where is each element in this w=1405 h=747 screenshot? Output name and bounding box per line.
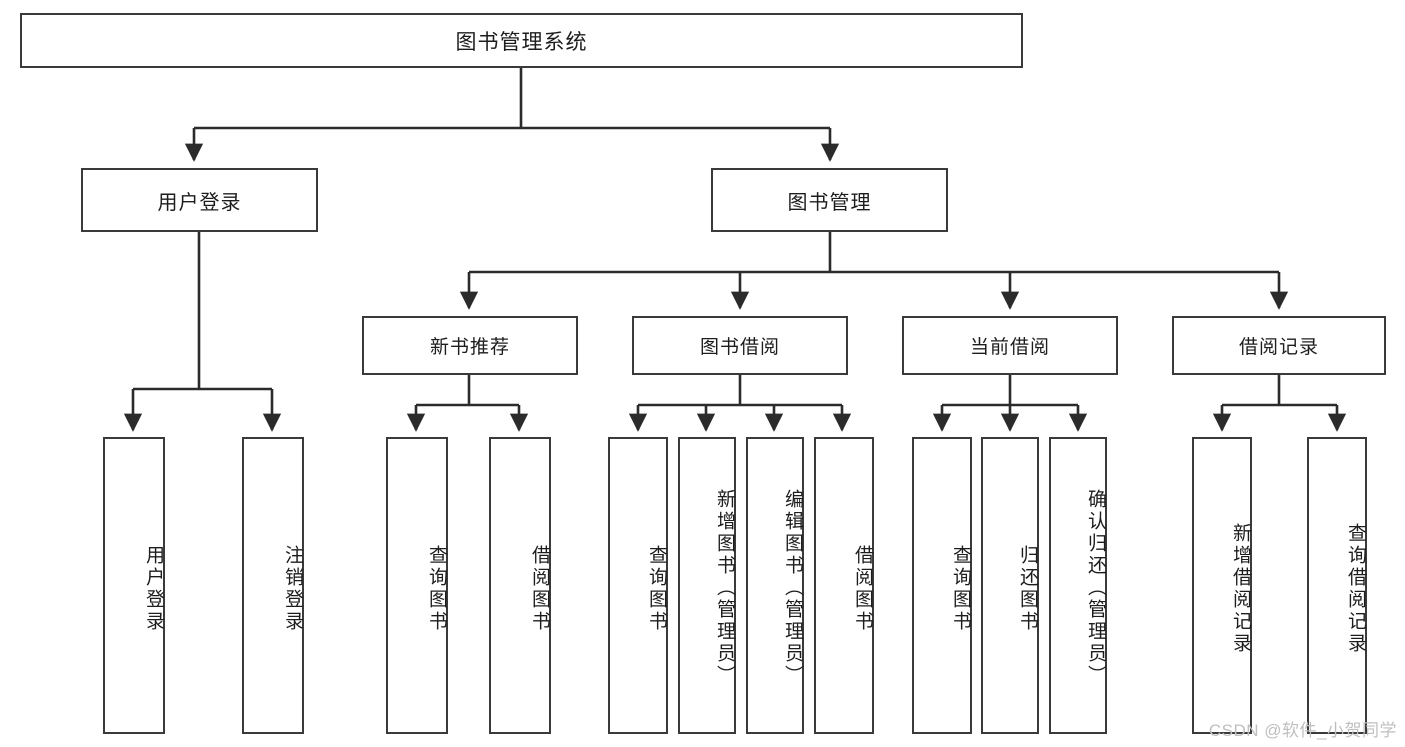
node-label: 查询图书 <box>426 544 447 633</box>
node-label: 借阅图书 <box>852 544 873 633</box>
node-label: 确认归还（管理员） <box>1085 488 1106 687</box>
leaf-user-logout[interactable]: 注销登录 <box>242 437 304 734</box>
leaf-add-book-admin[interactable]: 新增图书（管理员） <box>678 437 736 734</box>
node-label: 当前借阅 <box>969 337 1050 358</box>
node-label: 新增借阅记录 <box>1230 522 1251 655</box>
leaf-query-book-current[interactable]: 查询图书 <box>912 437 972 734</box>
leaf-borrow-book-recommend[interactable]: 借阅图书 <box>489 437 551 734</box>
leaf-borrow-book[interactable]: 借阅图书 <box>814 437 874 734</box>
node-borrow-record[interactable]: 借阅记录 <box>1172 316 1386 375</box>
node-label: 借阅记录 <box>1238 337 1319 358</box>
leaf-user-login[interactable]: 用户登录 <box>103 437 165 734</box>
node-label: 图书管理 <box>787 191 872 214</box>
node-book-borrow[interactable]: 图书借阅 <box>632 316 848 375</box>
csdn-watermark: CSDN @软件_小贺同学 <box>1208 721 1397 740</box>
node-current-borrow[interactable]: 当前借阅 <box>902 316 1118 375</box>
node-label: 用户登录 <box>157 191 242 214</box>
node-label: 新书推荐 <box>429 337 510 358</box>
leaf-query-book-borrow[interactable]: 查询图书 <box>608 437 668 734</box>
node-label: 归还图书 <box>1017 544 1038 633</box>
leaf-query-borrow-record[interactable]: 查询借阅记录 <box>1307 437 1367 734</box>
node-label: 注销登录 <box>282 544 303 633</box>
node-label: 编辑图书（管理员） <box>782 488 803 687</box>
node-label: 查询借阅记录 <box>1345 522 1366 655</box>
leaf-query-book-recommend[interactable]: 查询图书 <box>386 437 448 734</box>
node-user-login[interactable]: 用户登录 <box>81 168 318 232</box>
node-book-manage[interactable]: 图书管理 <box>711 168 948 232</box>
leaf-confirm-return-admin[interactable]: 确认归还（管理员） <box>1049 437 1107 734</box>
leaf-edit-book-admin[interactable]: 编辑图书（管理员） <box>746 437 804 734</box>
node-label: 用户登录 <box>143 544 164 633</box>
node-label: 查询图书 <box>950 544 971 633</box>
node-new-book-recommend[interactable]: 新书推荐 <box>362 316 578 375</box>
node-label: 图书管理系统 <box>455 30 588 54</box>
node-label: 新增图书（管理员） <box>714 488 735 687</box>
leaf-return-book[interactable]: 归还图书 <box>981 437 1039 734</box>
leaf-add-borrow-record[interactable]: 新增借阅记录 <box>1192 437 1252 734</box>
node-root-system[interactable]: 图书管理系统 <box>20 13 1023 68</box>
node-label: 图书借阅 <box>699 337 780 358</box>
node-label: 查询图书 <box>646 544 667 633</box>
node-label: 借阅图书 <box>529 544 550 633</box>
